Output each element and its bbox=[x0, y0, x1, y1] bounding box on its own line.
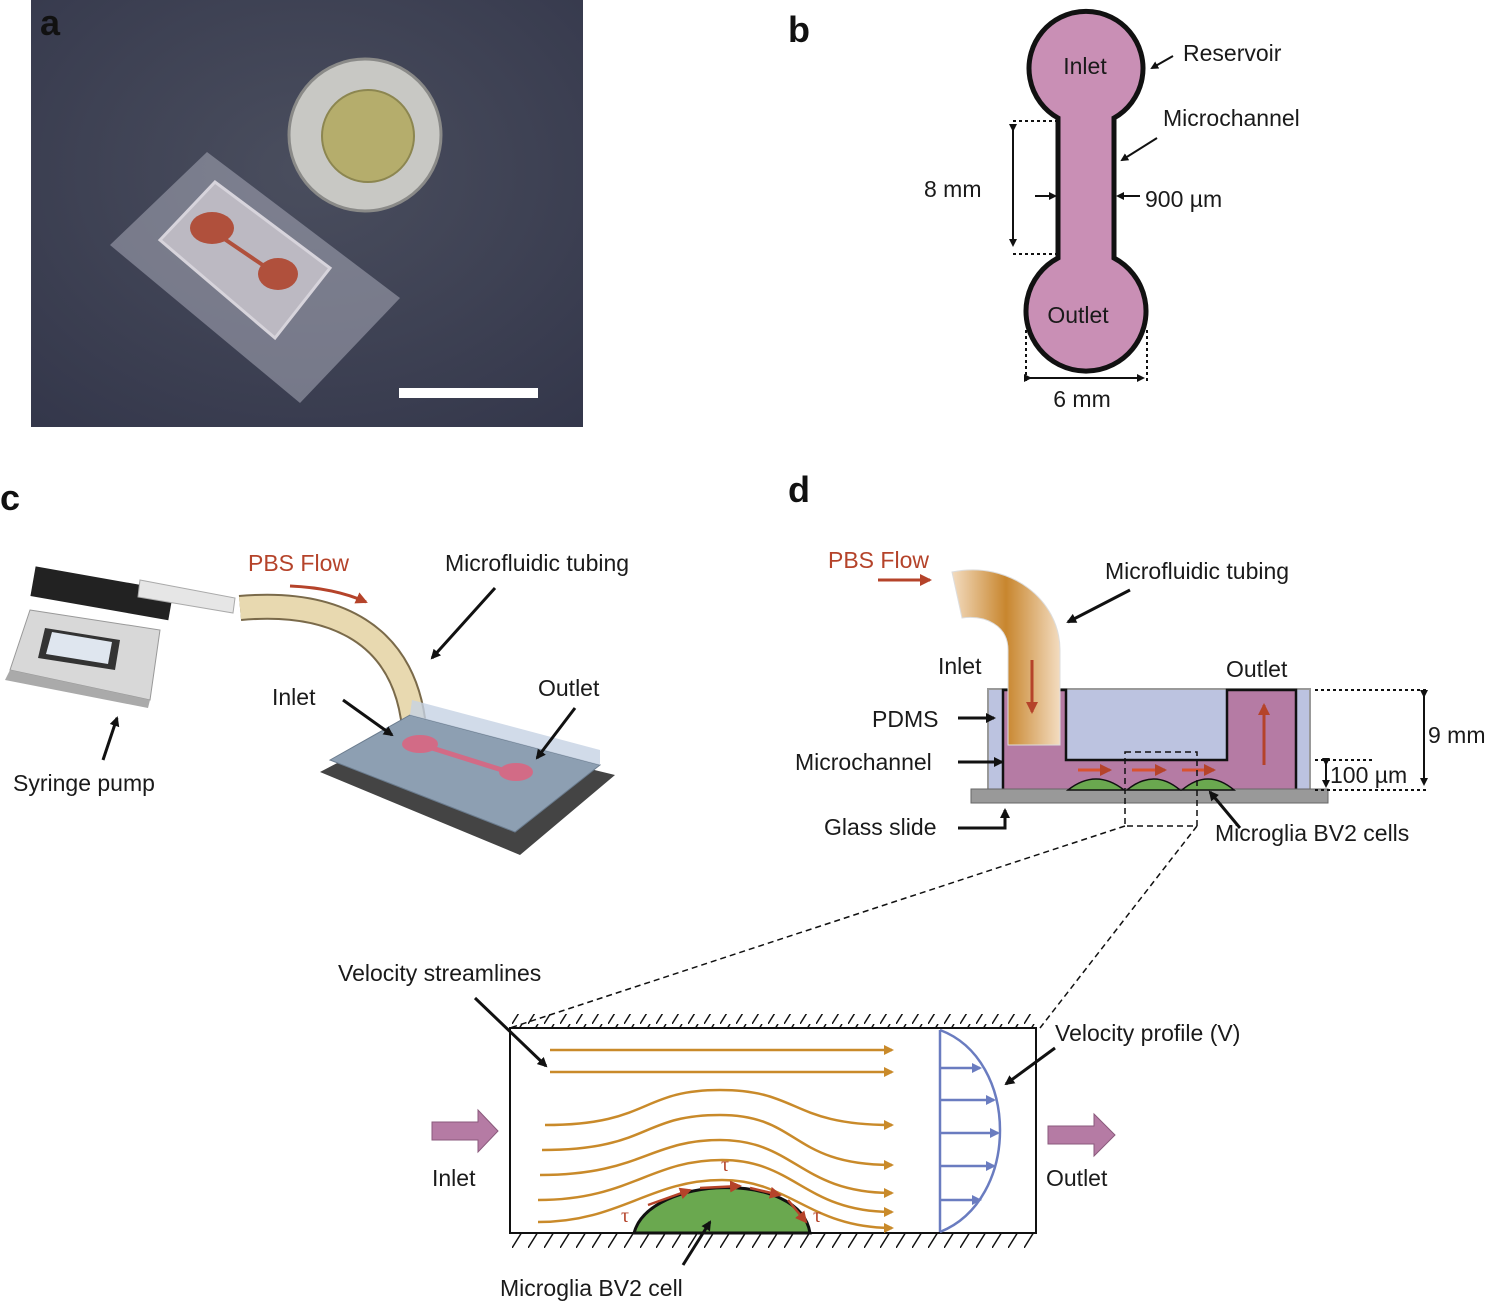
panel-c: c PBS Flow Microfluidic tubing Inlet Out… bbox=[0, 477, 629, 855]
cell-label: Microglia BV2 cell bbox=[500, 1275, 683, 1301]
width-label: 900 µm bbox=[1145, 186, 1222, 212]
cells bbox=[1065, 778, 1237, 791]
tubing-label: Microfluidic tubing bbox=[445, 550, 629, 576]
panel-label-a: a bbox=[40, 2, 61, 43]
outlet-label: Outlet bbox=[1047, 302, 1109, 328]
inlet-label: Inlet bbox=[432, 1165, 476, 1191]
pdms-label: PDMS bbox=[872, 706, 938, 732]
height-label: 9 mm bbox=[1428, 722, 1486, 748]
microchannel-label: Microchannel bbox=[795, 749, 932, 775]
flow-detail: τ τ τ Inlet Outlet Velocity streamlines … bbox=[338, 960, 1240, 1301]
outlet-arrow-icon bbox=[1047, 1112, 1116, 1158]
glass-slide bbox=[970, 788, 1329, 804]
velocity-streamlines bbox=[537, 1045, 894, 1233]
length-label: 8 mm bbox=[924, 176, 982, 202]
glass-label: Glass slide bbox=[824, 814, 936, 840]
channel-height-label: 100 µm bbox=[1330, 762, 1407, 788]
channel-shape bbox=[1023, 8, 1149, 374]
reservoir-label: Reservoir bbox=[1183, 40, 1282, 66]
panel-label-d: d bbox=[788, 469, 810, 510]
outlet-label: Outlet bbox=[1046, 1165, 1108, 1191]
inlet-label: Inlet bbox=[272, 684, 316, 710]
tubing-label: Microfluidic tubing bbox=[1105, 558, 1289, 584]
shear-stress-label: τ bbox=[721, 1154, 729, 1176]
streamlines-label: Velocity streamlines bbox=[338, 960, 541, 986]
microfluidic-chip-photo bbox=[110, 152, 400, 403]
shear-stress-label: τ bbox=[621, 1205, 629, 1227]
pbs-flow-label: PBS Flow bbox=[828, 547, 929, 573]
outlet-label: Outlet bbox=[538, 675, 600, 701]
cells-label: Microglia BV2 cells bbox=[1215, 820, 1409, 846]
pump-label: Syringe pump bbox=[13, 770, 155, 796]
chip-3d bbox=[320, 700, 615, 855]
inlet-label: Inlet bbox=[1063, 53, 1107, 79]
syringe-pump bbox=[5, 566, 236, 708]
profile-label: Velocity profile (V) bbox=[1055, 1020, 1240, 1046]
coin bbox=[287, 57, 443, 213]
microchannel-label: Microchannel bbox=[1163, 105, 1300, 131]
velocity-profile bbox=[938, 1028, 1002, 1234]
panel-label-b: b bbox=[788, 9, 810, 50]
inlet-label: Inlet bbox=[938, 653, 982, 679]
inlet-arrow-icon bbox=[431, 1108, 499, 1154]
shear-stress-label: τ bbox=[813, 1205, 821, 1227]
panel-label-c: c bbox=[0, 477, 20, 518]
scale-bar bbox=[399, 388, 538, 398]
panel-a-photo: a bbox=[31, 0, 583, 427]
zoom-box bbox=[1124, 751, 1198, 827]
panel-d: d PBS Flow Microfluidic tubing Inlet Out… bbox=[509, 469, 1486, 1029]
outlet-label: Outlet bbox=[1226, 656, 1288, 682]
diameter-label: 6 mm bbox=[1053, 386, 1111, 412]
panel-b: b Inlet Outlet Reservoir Microchannel 8 … bbox=[788, 8, 1300, 412]
pbs-flow-label: PBS Flow bbox=[248, 550, 349, 576]
